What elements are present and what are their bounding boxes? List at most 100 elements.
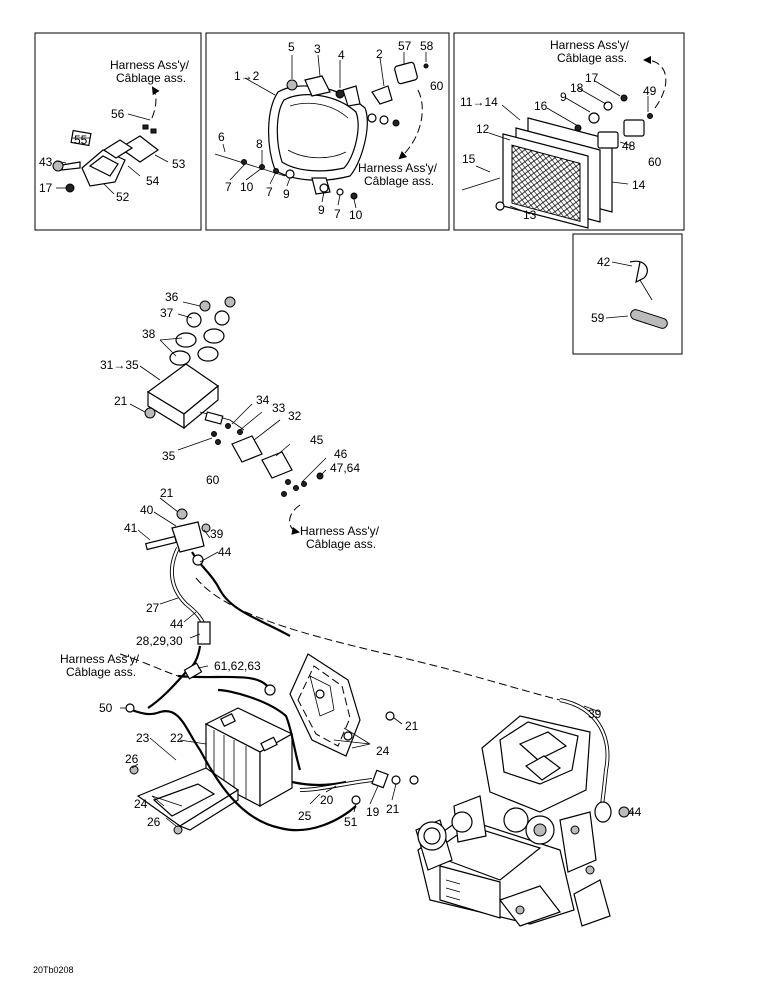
callout-7-a: 7 [225, 180, 232, 194]
battery-assembly [125, 688, 419, 835]
harness-label-inset1-line1: Harness Ass'y/ [110, 58, 190, 72]
callout-39-b: 39 [588, 707, 602, 721]
callout-44-a: 44 [218, 545, 232, 559]
callout-55: 55 [74, 133, 88, 147]
callout-10-a: 10 [240, 180, 254, 194]
main-harness-wiring [119, 508, 630, 823]
callout-10-b: 10 [349, 208, 363, 222]
callout-22: 22 [170, 731, 184, 745]
harness-label-regulator-line2: Câblage ass. [306, 537, 376, 551]
callout-32: 32 [288, 409, 302, 423]
callout-51: 51 [344, 815, 358, 829]
inset-frame-headlight [205, 32, 450, 231]
headlight-assembly [214, 61, 429, 200]
engine-block [415, 715, 611, 927]
callout-9-a: 9 [283, 187, 290, 201]
callout-7-c: 7 [334, 207, 341, 221]
callout-25: 25 [298, 809, 312, 823]
callout-53: 53 [172, 157, 186, 171]
callout-1-2: 1→2 [234, 69, 260, 83]
callout-50: 50 [99, 701, 113, 715]
callout-27: 27 [146, 601, 160, 615]
callout-15: 15 [462, 152, 476, 166]
callout-26-a: 26 [125, 752, 139, 766]
callout-18: 18 [570, 81, 584, 95]
callout-48: 48 [622, 139, 636, 153]
callout-60-a: 60 [430, 79, 444, 93]
callout-14: 14 [632, 178, 646, 192]
accessory-parts [605, 260, 668, 329]
callout-38: 38 [142, 327, 156, 341]
callout-21-b: 21 [160, 486, 174, 500]
callout-17-a: 17 [39, 181, 53, 195]
harness-lead-regulator [289, 504, 301, 535]
inset-frame-harness-connector [34, 32, 202, 231]
inset-frame-accessories [572, 233, 683, 355]
callout-16: 16 [534, 99, 548, 113]
callout-61-63: 61,62,63 [214, 659, 261, 673]
callout-43: 43 [39, 155, 53, 169]
callout-60-c: 60 [206, 473, 220, 487]
callout-54: 54 [146, 174, 160, 188]
callout-31-35: 31→35 [100, 358, 139, 372]
callout-37: 37 [160, 306, 174, 320]
harness-label-battery-line1: Harness Ass'y/ [60, 652, 140, 666]
callout-5: 5 [288, 40, 295, 54]
callout-56: 56 [111, 107, 125, 121]
callout-20: 20 [320, 793, 334, 807]
callout-11-14: 11→14 [460, 95, 498, 109]
callout-21-d: 21 [386, 802, 400, 816]
callout-59: 59 [591, 311, 605, 325]
callout-19: 19 [366, 805, 380, 819]
callout-44-c: 44 [628, 805, 642, 819]
harness-label-inset3-line2: Câblage ass. [557, 51, 627, 65]
callout-8: 8 [256, 137, 263, 151]
callout-46: 46 [334, 447, 348, 461]
callout-41: 41 [124, 521, 138, 535]
callout-40: 40 [140, 503, 154, 517]
harness-label-regulator-line1: Harness Ass'y/ [300, 524, 380, 538]
harness-label-inset3-line1: Harness Ass'y/ [550, 38, 630, 52]
callout-60-b: 60 [648, 155, 662, 169]
callout-42: 42 [597, 255, 611, 269]
callout-28-30: 28,29,30 [136, 634, 183, 648]
callout-36: 36 [165, 290, 179, 304]
harness-lead-inset1 [151, 86, 160, 119]
ground-plate-bracket [289, 653, 361, 757]
callout-2: 2 [376, 47, 383, 61]
callout-13: 13 [523, 208, 537, 222]
callout-44-b: 44 [170, 617, 184, 631]
callout-49: 49 [643, 84, 657, 98]
callout-26-b: 26 [147, 815, 161, 829]
callout-23: 23 [136, 731, 150, 745]
callout-7-b: 7 [266, 185, 273, 199]
callout-21-c: 21 [405, 719, 419, 733]
callout-47-64: 47,64 [330, 461, 360, 475]
callout-35: 35 [162, 449, 176, 463]
callout-58: 58 [420, 39, 434, 53]
harness-lead-inset3 [643, 56, 667, 109]
harness-lead-inset2 [398, 89, 423, 160]
harness-label-inset2-line1: Harness Ass'y/ [358, 161, 438, 175]
callout-52: 52 [116, 190, 130, 204]
callout-9-b: 9 [318, 203, 325, 217]
connector-bracket-assembly [52, 124, 160, 193]
callout-34: 34 [256, 393, 270, 407]
harness-label-battery-line2: Câblage ass. [66, 665, 136, 679]
drawing-code: 20Tb0208 [33, 965, 74, 975]
regulator-assembly [144, 296, 324, 497]
callout-9-c: 9 [560, 90, 567, 104]
callout-12: 12 [476, 122, 490, 136]
callout-3: 3 [314, 42, 321, 56]
inset-frame-taillight [453, 32, 685, 231]
callout-4: 4 [338, 48, 345, 62]
taillight-assembly [461, 94, 653, 229]
callout-21-a: 21 [114, 394, 128, 408]
callout-6: 6 [218, 130, 225, 144]
callout-24-b: 24 [376, 744, 390, 758]
harness-label-inset1-line2: Câblage ass. [116, 71, 186, 85]
callout-33: 33 [272, 401, 286, 415]
callout-57: 57 [398, 39, 412, 53]
callout-39-a: 39 [210, 527, 224, 541]
